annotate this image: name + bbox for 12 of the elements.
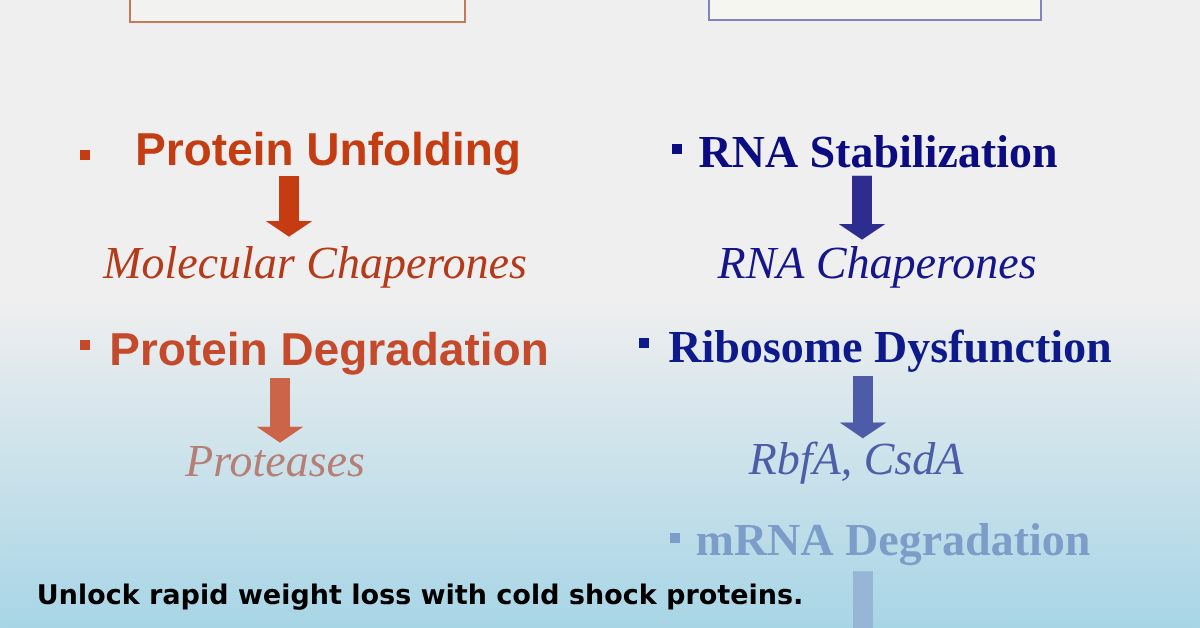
italic-label: Molecular Chaperones — [102, 246, 526, 288]
heading-text: Protein Degradation — [112, 331, 546, 375]
heading-text: mRNA Degradation — [696, 523, 1090, 566]
caption-text: Unlock rapid weight loss with cold shock proteins. — [39, 583, 801, 610]
heading-text: RNA Stabilization — [699, 135, 1057, 168]
italic-label: RbfA, CsdA — [748, 441, 964, 484]
italic-label: Proteases — [184, 445, 364, 477]
heading-text: Protein Unfolding — [138, 131, 518, 175]
title-box — [129, 0, 466, 23]
heading-text: Ribosome Dysfunction — [669, 329, 1111, 372]
title-box — [708, 0, 1042, 21]
italic-label: RNA Chaperones — [717, 246, 1036, 288]
